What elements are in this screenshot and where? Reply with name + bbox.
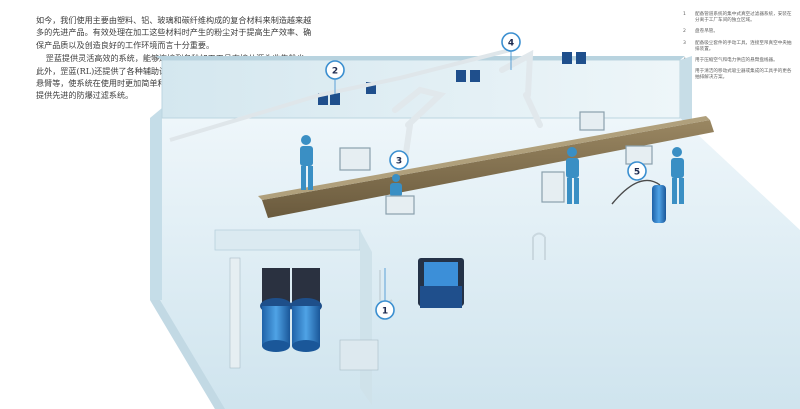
callout-5: 5 bbox=[627, 161, 647, 181]
worker-3 bbox=[566, 147, 579, 204]
callout-4: 4 bbox=[501, 32, 521, 70]
callout-3: 3 bbox=[389, 150, 409, 170]
legend-text: 用于清洁的移动式吸尘器或集成的工具手的更各抽排解决方案。 bbox=[695, 69, 792, 81]
callout-3-label: 3 bbox=[396, 157, 402, 167]
legend-number: 2 bbox=[683, 29, 686, 35]
ceiling-duct bbox=[169, 48, 511, 142]
hose-reels bbox=[318, 52, 586, 105]
callout-2-label: 2 bbox=[332, 67, 338, 77]
filter-units bbox=[229, 257, 322, 369]
legend-item-3: 3 配备吸尘套件的手动工具，连接至吊真空中央抽排装置。 bbox=[683, 41, 795, 53]
right-wall bbox=[680, 56, 692, 128]
callout-5-label: 5 bbox=[634, 168, 640, 178]
left-wall bbox=[150, 108, 162, 300]
trolley-carts bbox=[339, 111, 653, 215]
intro-paragraph-1: 如今，我们使用主要由塑料、铝、玻璃和碳纤维构成的复合材料来制造越来越多的先进产品… bbox=[36, 15, 312, 50]
legend-text: 用于压缩空气和电力供应的悬臂盘线器。 bbox=[695, 58, 778, 64]
legend-item-2: 2 盘卷吊管。 bbox=[683, 29, 795, 35]
worker-4 bbox=[671, 147, 684, 204]
legend-text: 配备管道系统的集中式真空过滤器系统，安装在分离于工厂车间的独立区域。 bbox=[695, 12, 792, 24]
legend-text: 配备吸尘套件的手动工具，连接至吊真空中央抽排装置。 bbox=[695, 40, 792, 52]
partition-wall bbox=[214, 229, 361, 251]
work-beam-top bbox=[258, 116, 710, 200]
worker-1 bbox=[300, 135, 313, 190]
legend-item-1: 1 配备管道系统的集中式真空过滤器系统，安装在分离于工厂车间的独立区域。 bbox=[683, 12, 795, 24]
legend-number: 3 bbox=[683, 40, 686, 46]
callout-4-label: 4 bbox=[508, 39, 514, 49]
work-beam bbox=[262, 120, 714, 218]
callout-1: 1 bbox=[375, 268, 395, 320]
partition-wall-front bbox=[150, 300, 225, 409]
callout-1-label: 1 bbox=[382, 307, 388, 317]
central-vacuum-unit bbox=[339, 258, 464, 371]
mobile-vacuum bbox=[611, 179, 666, 223]
callout-2: 2 bbox=[325, 60, 345, 94]
legend-number: 1 bbox=[683, 12, 686, 17]
partition-wall-side bbox=[360, 230, 372, 405]
wall-top bbox=[155, 56, 685, 60]
legend-text: 盘卷吊管。 bbox=[695, 29, 718, 35]
worker-2 bbox=[390, 174, 402, 197]
